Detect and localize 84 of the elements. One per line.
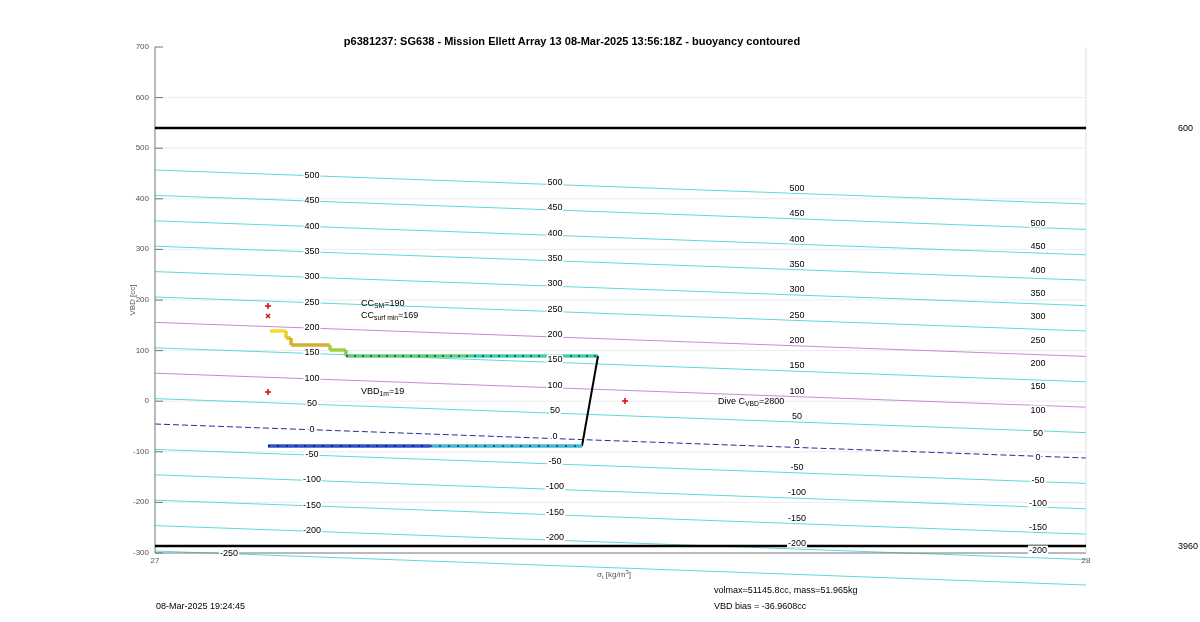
timestamp: 08-Mar-2025 19:24:45 bbox=[156, 601, 246, 611]
limit-label: 3960 bbox=[1178, 540, 1199, 554]
axis-tick-label: 600 bbox=[135, 91, 149, 104]
contour-label: 0 bbox=[308, 424, 316, 433]
contour-label: 0 bbox=[551, 431, 559, 440]
contour-label: 500 bbox=[303, 170, 321, 180]
contour-label: 250 bbox=[303, 297, 321, 307]
contour-label: 250 bbox=[1029, 335, 1047, 345]
contour-label: 300 bbox=[1029, 311, 1047, 321]
contour-label: 500 bbox=[788, 183, 806, 193]
contour-label: 350 bbox=[303, 246, 321, 256]
contour-label: 400 bbox=[546, 228, 564, 238]
contour-label: -150 bbox=[1028, 522, 1048, 532]
contour-label: 350 bbox=[546, 253, 564, 263]
contour-label: -50 bbox=[304, 449, 320, 459]
contour-label: 200 bbox=[788, 335, 806, 345]
contour-label: 500 bbox=[1029, 218, 1047, 228]
contour-label: 200 bbox=[1029, 358, 1047, 368]
contour-label: 300 bbox=[546, 278, 564, 288]
axis-tick-label: -200 bbox=[133, 496, 149, 509]
contour-label: -200 bbox=[545, 532, 565, 542]
contour-label: 400 bbox=[303, 221, 321, 231]
axis-tick-label: -300 bbox=[133, 547, 149, 559]
contour-label: 250 bbox=[546, 304, 564, 314]
axis-tick-label: 300 bbox=[135, 243, 149, 256]
chart-title: p6381237: SG638 - Mission Ellett Array 13 08-Mar-2025 13:56:18Z - buoyancy contoured bbox=[343, 34, 801, 49]
contour-label: -200 bbox=[787, 538, 807, 548]
axis-tick-label: 28 bbox=[1081, 555, 1091, 567]
axis-tick-label: 500 bbox=[135, 142, 149, 155]
contour-label: -200 bbox=[1028, 545, 1048, 555]
annotation-text: CC$_{SM}$=190 bbox=[361, 298, 405, 308]
contour-label: -100 bbox=[1028, 498, 1048, 508]
contour-label: 200 bbox=[303, 322, 321, 332]
contour-label: 50 bbox=[549, 405, 561, 415]
contour-label: 350 bbox=[788, 259, 806, 269]
contour-label: -150 bbox=[302, 500, 322, 510]
contour-label: 100 bbox=[303, 373, 321, 383]
axis-tick-label: 400 bbox=[135, 192, 149, 205]
contour-label: -50 bbox=[547, 456, 563, 466]
contour-label: -250 bbox=[219, 548, 239, 558]
axis-tick-label: 0 bbox=[144, 395, 149, 408]
contour-label: 100 bbox=[1029, 405, 1047, 415]
contour-label: -50 bbox=[789, 462, 805, 472]
contour-label: 150 bbox=[788, 360, 806, 370]
contour-label: 100 bbox=[546, 380, 564, 390]
contour-label: 350 bbox=[1029, 288, 1047, 298]
axis-tick-label: 27 bbox=[150, 555, 160, 567]
contour-label: 0 bbox=[1034, 452, 1042, 461]
contour-label: -150 bbox=[545, 507, 565, 517]
contour-label: 450 bbox=[1029, 241, 1047, 251]
footer-text: volmax=51145.8cc, mass=51.965kg bbox=[714, 585, 858, 595]
contour-label: -50 bbox=[1030, 475, 1046, 485]
annotation-text: VBD$_{1m}$=19 bbox=[361, 386, 405, 396]
contour-label: 400 bbox=[788, 234, 806, 244]
contour-label: 450 bbox=[788, 208, 806, 218]
annotation-text: CC$_{surf min}$=169 bbox=[361, 310, 419, 320]
contour-label: -200 bbox=[302, 525, 322, 535]
contour-label: 450 bbox=[546, 202, 564, 212]
contour-label: 400 bbox=[1029, 265, 1047, 275]
contour-label: 50 bbox=[306, 398, 318, 408]
contour-label: 50 bbox=[791, 411, 803, 421]
contour-label: -100 bbox=[545, 481, 565, 491]
contour-label: 150 bbox=[1029, 381, 1047, 391]
axis-tick-label: 100 bbox=[135, 344, 149, 357]
contour-label: -100 bbox=[302, 474, 322, 484]
axis-tick-label: -100 bbox=[133, 445, 149, 458]
contour-label: 150 bbox=[546, 354, 564, 364]
axis-tick-label: 700 bbox=[135, 41, 149, 53]
contour-label: 250 bbox=[788, 310, 806, 320]
contour-label: 200 bbox=[546, 329, 564, 339]
limit-label: 600 bbox=[1178, 122, 1194, 136]
contour-label: 300 bbox=[788, 284, 806, 294]
annotation-text: Dive C$_{VBD}$=2800 bbox=[718, 396, 785, 406]
contour-label: -150 bbox=[787, 513, 807, 523]
contour-label: -100 bbox=[787, 487, 807, 497]
axis-title: σ$_{t}$ [kg/m$^{3}$] bbox=[597, 569, 631, 581]
contour-label: 50 bbox=[1032, 428, 1044, 438]
contour-label: 300 bbox=[303, 271, 321, 281]
contour-label: 0 bbox=[793, 437, 801, 446]
contour-label: 450 bbox=[303, 195, 321, 205]
footer-text: VBD bias = -36.9608cc bbox=[714, 601, 807, 611]
contour-label: 150 bbox=[303, 347, 321, 357]
contour-label: 100 bbox=[788, 386, 806, 396]
contour-label: 500 bbox=[546, 177, 564, 187]
